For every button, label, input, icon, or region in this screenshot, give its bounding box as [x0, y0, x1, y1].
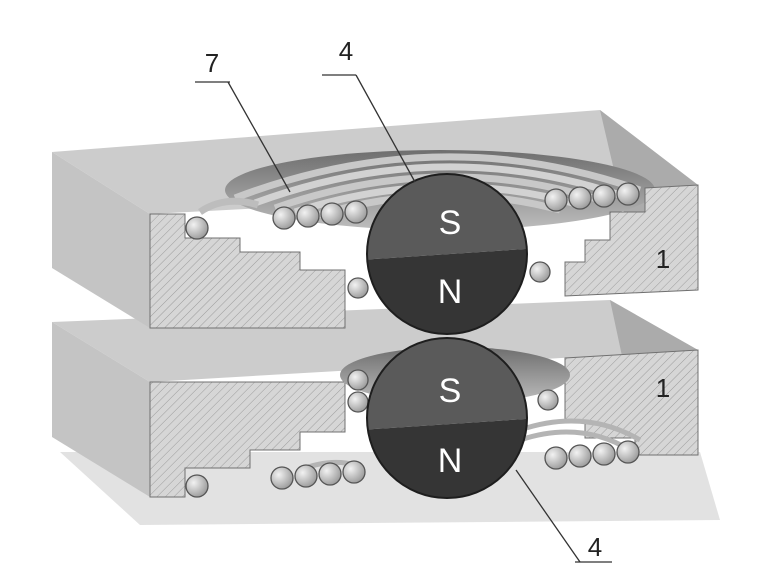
wire-section: [320, 202, 344, 226]
top-block-left-face: [52, 152, 150, 328]
wire-section: [270, 466, 294, 490]
label-magnet-bottom: 4: [588, 532, 602, 562]
wire-section: [616, 182, 640, 206]
top-magnet-n-label: N: [438, 273, 463, 311]
wire-section: [529, 261, 551, 283]
bottom-block-left-face: [52, 322, 150, 497]
wire-section: [185, 216, 209, 240]
wire-section: [616, 440, 640, 464]
label-magnet-top: 4: [339, 36, 353, 66]
wire-section: [544, 188, 568, 212]
floor-shadow: [60, 452, 720, 525]
wire-section: [272, 206, 296, 230]
callout-coil-7: 7: [195, 48, 291, 193]
callout-magnet-bottom-4: 4: [515, 469, 612, 563]
wire-section: [318, 462, 342, 486]
wire-section: [185, 474, 209, 498]
wire-section: [592, 442, 616, 466]
bottom-block-section-right: [564, 349, 699, 456]
label-coil: 7: [205, 48, 219, 78]
wire-section: [294, 464, 318, 488]
bottom-block-section-left: [149, 381, 346, 498]
wire-section: [296, 204, 320, 228]
wire-section: [544, 446, 568, 470]
wire-section: [537, 389, 559, 411]
wire-section: [347, 369, 369, 391]
label-block-top: 1: [656, 244, 670, 274]
wire-section: [568, 186, 592, 210]
wire-section: [344, 200, 368, 224]
wire-section: [592, 184, 616, 208]
top-magnet-s-label: S: [439, 204, 462, 242]
wire-section: [347, 391, 369, 413]
wire-section: [342, 460, 366, 484]
callout-magnet-top-4: 4: [322, 36, 416, 183]
bottom-coil-wires: [185, 369, 640, 498]
label-block-bottom: 1: [656, 373, 670, 403]
bottom-magnet-s-label: S: [439, 372, 462, 410]
top-block-section-right: [564, 184, 699, 297]
wire-section: [347, 277, 369, 299]
top-block-section-left: [149, 213, 346, 329]
top-coil-wires: [185, 182, 640, 299]
wire-section: [568, 444, 592, 468]
bottom-magnet-n-label: N: [438, 442, 463, 480]
